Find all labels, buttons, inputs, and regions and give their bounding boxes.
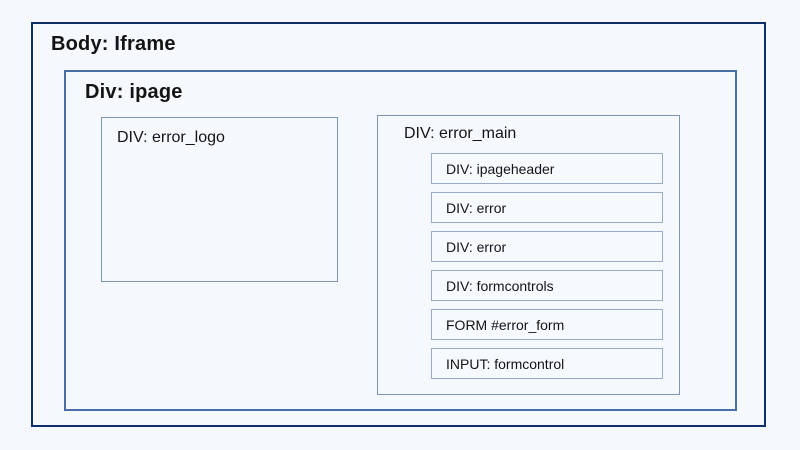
node-body-iframe-label: Body: Iframe [51, 33, 176, 55]
child-node-ipageheader: DIV: ipageheader [431, 153, 663, 184]
node-div-error-main: DIV: error_main DIV: ipageheader DIV: er… [377, 115, 680, 395]
child-node-formcontrols: DIV: formcontrols [431, 270, 663, 301]
node-div-ipage: Div: ipage DIV: error_logo DIV: error_ma… [64, 70, 737, 411]
node-div-error-logo-label: DIV: error_logo [117, 129, 225, 146]
error-main-children: DIV: ipageheader DIV: error DIV: error D… [431, 153, 663, 379]
node-div-ipage-label: Div: ipage [85, 81, 183, 103]
child-node-error-form: FORM #error_form [431, 309, 663, 340]
node-div-error-main-label: DIV: error_main [404, 125, 517, 142]
node-div-error-logo: DIV: error_logo [101, 117, 338, 282]
child-node-error-1: DIV: error [431, 192, 663, 223]
child-node-error-2: DIV: error [431, 231, 663, 262]
node-body-iframe: Body: Iframe Div: ipage DIV: error_logo … [31, 22, 766, 427]
child-node-input-formcontrol: INPUT: formcontrol [431, 348, 663, 379]
